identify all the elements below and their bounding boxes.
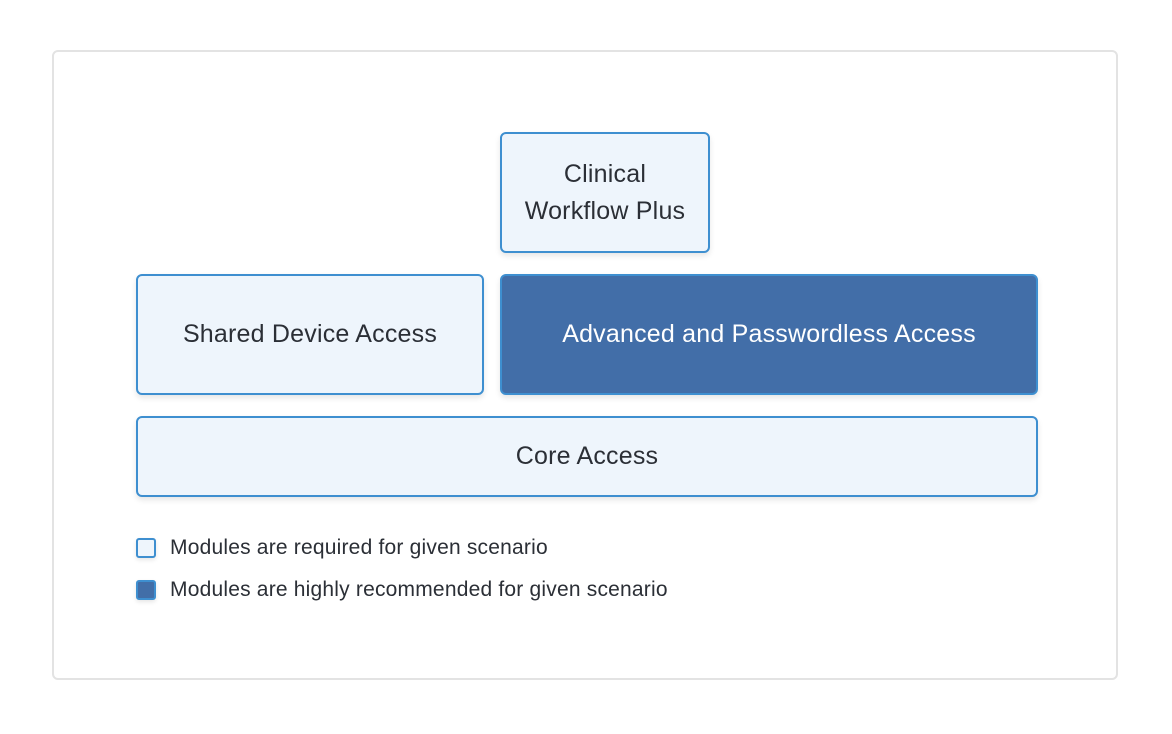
- module-advanced-passwordless-access: Advanced and Passwordless Access: [500, 274, 1038, 395]
- legend-swatch-required: [136, 538, 156, 558]
- legend-item-recommended: Modules are highly recommended for given…: [136, 576, 668, 604]
- module-clinical-workflow-plus: Clinical Workflow Plus: [500, 132, 710, 253]
- legend-label: Modules are highly recommended for given…: [170, 578, 668, 601]
- legend-swatch-recommended: [136, 580, 156, 600]
- module-label: Shared Device Access: [182, 320, 438, 348]
- legend-label: Modules are required for given scenario: [170, 536, 548, 559]
- module-label: Advanced and Passwordless Access: [562, 320, 976, 348]
- module-label: Clinical Workflow Plus: [524, 159, 686, 225]
- legend-item-required: Modules are required for given scenario: [136, 534, 668, 562]
- module-shared-device-access: Shared Device Access: [136, 274, 484, 395]
- module-core-access: Core Access: [136, 416, 1038, 497]
- module-label: Core Access: [515, 442, 659, 470]
- legend: Modules are required for given scenario …: [136, 534, 668, 618]
